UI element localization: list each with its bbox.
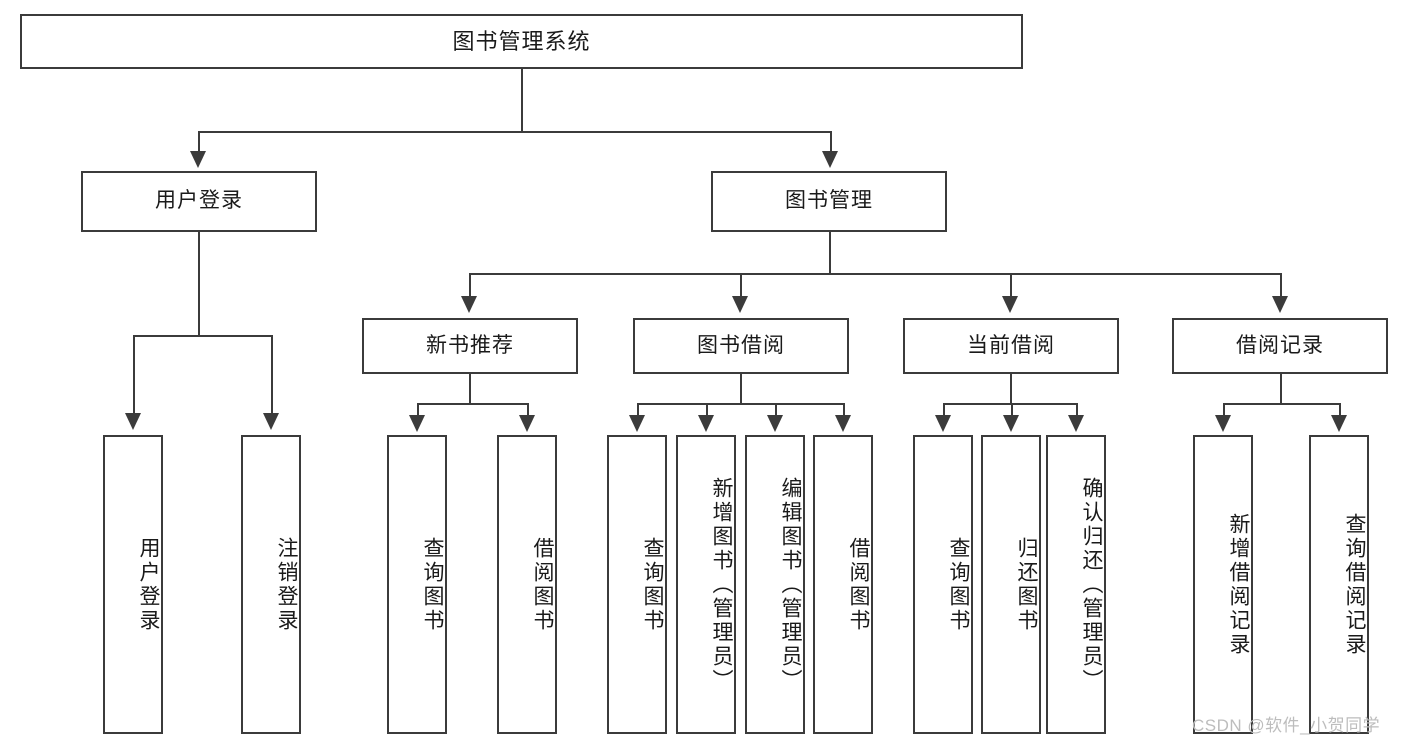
connector-drop-book-manage [830,131,832,153]
arrow-down-icon [519,415,535,432]
leaf-add-borrow-record[interactable]: 新增借阅记录 [1193,435,1253,734]
arrow-down-icon [409,415,425,432]
connector-current-borrow-stem [1010,374,1012,403]
leaf-return-book[interactable]: 归还图书 [981,435,1041,734]
arrow-down-icon [1003,415,1019,432]
connector-drop-leaf [637,403,639,417]
node-new-book-recommend[interactable]: 新书推荐 [362,318,578,374]
arrow-down-icon [1331,415,1347,432]
connector-drop-new-book [469,273,471,298]
arrow-down-icon [263,413,279,430]
arrow-down-icon [125,413,141,430]
leaf-query-borrow-record[interactable]: 查询借阅记录 [1309,435,1369,734]
arrow-down-icon [732,296,748,313]
connector-book-manage-bus [469,273,1281,275]
node-current-borrow[interactable]: 当前借阅 [903,318,1119,374]
leaf-query-book-borrow[interactable]: 查询图书 [607,435,667,734]
leaf-confirm-return-admin[interactable]: 确认归还（管理员） [1046,435,1106,734]
leaf-query-book-current[interactable]: 查询图书 [913,435,973,734]
connector-user-login-bus [133,335,272,337]
connector-book-borrow-bus [637,403,845,405]
arrow-down-icon [935,415,951,432]
connector-current-borrow-bus [943,403,1076,405]
connector-root-bus [198,131,832,133]
connector-drop-leaf [843,403,845,417]
connector-drop-book-borrow [740,273,742,298]
node-book-borrow[interactable]: 图书借阅 [633,318,849,374]
arrow-down-icon [835,415,851,432]
connector-drop-borrow-record [1280,273,1282,298]
arrow-down-icon [1068,415,1084,432]
leaf-query-book-recommend[interactable]: 查询图书 [387,435,447,734]
connector-borrow-record-stem [1280,374,1282,403]
connector-drop-leaf [1011,403,1013,417]
node-book-management[interactable]: 图书管理 [711,171,947,232]
arrow-down-icon [190,151,206,168]
connector-drop-leaf [1076,403,1078,417]
connector-new-book-bus [417,403,529,405]
connector-user-login-stem [198,232,200,335]
connector-drop-leaf [943,403,945,417]
arrow-down-icon [767,415,783,432]
connector-root-stem [521,69,523,131]
connector-drop-user-login [198,131,200,153]
connector-drop-leaf [527,403,529,417]
arrow-down-icon [461,296,477,313]
connector-drop-leaf [271,335,273,415]
leaf-add-book-admin[interactable]: 新增图书（管理员） [676,435,736,734]
arrow-down-icon [1215,415,1231,432]
connector-drop-leaf [706,403,708,417]
leaf-user-login[interactable]: 用户登录 [103,435,163,734]
connector-book-manage-stem [829,232,831,273]
arrow-down-icon [1272,296,1288,313]
arrow-down-icon [698,415,714,432]
leaf-logout[interactable]: 注销登录 [241,435,301,734]
connector-new-book-stem [469,374,471,403]
connector-drop-leaf [1339,403,1341,417]
leaf-borrow-book[interactable]: 借阅图书 [813,435,873,734]
connector-book-borrow-stem [740,374,742,403]
connector-drop-leaf [133,335,135,415]
node-borrow-record[interactable]: 借阅记录 [1172,318,1388,374]
connector-drop-leaf [775,403,777,417]
leaf-edit-book-admin[interactable]: 编辑图书（管理员） [745,435,805,734]
connector-drop-current-borrow [1010,273,1012,298]
leaf-borrow-book-recommend[interactable]: 借阅图书 [497,435,557,734]
arrow-down-icon [822,151,838,168]
arrow-down-icon [629,415,645,432]
connector-borrow-record-bus [1223,403,1341,405]
arrow-down-icon [1002,296,1018,313]
node-root-system[interactable]: 图书管理系统 [20,14,1023,69]
connector-drop-leaf [417,403,419,417]
node-user-login[interactable]: 用户登录 [81,171,317,232]
connector-drop-leaf [1223,403,1225,417]
watermark-text: CSDN @软件_小贺同学 [1192,716,1381,735]
